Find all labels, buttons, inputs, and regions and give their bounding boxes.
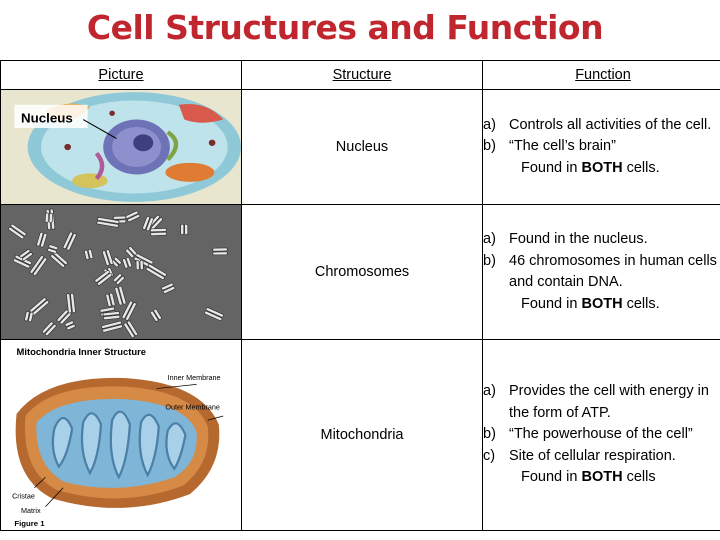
chromosome-shape <box>149 228 168 236</box>
chromosome-shape <box>47 244 59 254</box>
chromosome-shape <box>44 212 54 224</box>
header-function: Function <box>482 60 720 90</box>
chromosome-shape <box>180 223 189 236</box>
chromosome-shape <box>29 297 50 316</box>
chromosome-shape <box>142 216 154 232</box>
chromosome-shape <box>24 311 34 322</box>
chromosome-shape <box>105 292 116 307</box>
mito-cristae-label: Cristae <box>12 493 35 500</box>
page-title: Cell Structures and Function <box>86 8 604 47</box>
chromosome-shape <box>149 308 162 322</box>
found-in-note: Found in BOTH cells. <box>521 159 660 176</box>
structures-table: Picture Structure Function <box>0 60 720 531</box>
mitochondria-image: Mitochondria Inner Structure Inner Membr… <box>1 340 241 530</box>
chromosome-shape <box>94 270 113 286</box>
structure-cell: Mitochondria <box>241 339 483 531</box>
chromosome-shape <box>19 249 33 261</box>
function-item: b) 46 chromosomes in human cells and con… <box>483 252 717 291</box>
chromosome-shape <box>36 231 48 248</box>
function-item: c) Site of cellular respiration. <box>483 447 676 464</box>
picture-cell <box>0 204 242 340</box>
mito-inner-membrane-label: Inner Membrane <box>168 375 221 382</box>
function-item: b) “The powerhouse of the cell” <box>483 426 693 443</box>
chromosome-shape <box>122 257 133 269</box>
table-row: Chromosomes a) Found in the nucleus. b) … <box>0 204 720 340</box>
chromosome-shape <box>113 273 125 285</box>
chromosome-shape <box>212 247 228 256</box>
chromosome-shape <box>102 311 121 320</box>
header-row: Picture Structure Function <box>0 60 720 90</box>
function-cell: a) Provides the cell with energy in the … <box>482 339 720 531</box>
chromosome-shape <box>8 223 27 240</box>
mito-figure-label: Figure 1 <box>14 519 44 528</box>
chromosome-shape <box>161 282 176 294</box>
chromosome-shape <box>41 321 57 336</box>
chromosome-shape <box>50 251 68 268</box>
chromosome-shape <box>145 263 167 280</box>
nucleus-image-label: Nucleus <box>21 111 73 126</box>
structure-cell: Chromosomes <box>241 204 483 340</box>
chromosome-shape <box>123 320 139 338</box>
chromosome-shape <box>96 217 120 228</box>
chromosome-shape <box>114 285 127 306</box>
chromosome-shape <box>62 231 77 251</box>
function-item: a) Provides the cell with energy in the … <box>483 383 709 421</box>
chromosome-shape <box>101 320 123 333</box>
picture-cell: Mitochondria Inner Structure Inner Membr… <box>0 339 242 531</box>
mito-matrix-label: Matrix <box>21 508 41 515</box>
function-item: b) “The cell’s brain” <box>483 138 616 155</box>
picture-cell: Nucleus <box>0 89 242 205</box>
chromosome-shape <box>125 246 138 258</box>
found-in-note: Found in BOTH cells. <box>521 295 660 312</box>
chromosome-shape <box>204 307 224 321</box>
function-cell: a) Controls all activities of the cell. … <box>482 89 720 205</box>
table-row: Mitochondria Inner Structure Inner Membr… <box>0 339 720 531</box>
function-cell: a) Found in the nucleus. b) 46 chromosom… <box>482 204 720 340</box>
structure-cell: Nucleus <box>241 89 483 205</box>
chromosome-shape <box>102 249 114 266</box>
chromosomes-image <box>1 205 241 339</box>
found-in-note: Found in BOTH cells <box>521 469 656 486</box>
cell-nucleus-image: Nucleus <box>1 90 241 204</box>
chromosome-shape <box>121 300 137 321</box>
chromosome-shape <box>64 320 76 331</box>
chromosome-shape <box>29 255 48 276</box>
mito-image-title: Mitochondria Inner Structure <box>17 347 146 357</box>
chromosome-shape <box>84 249 94 260</box>
mito-outer-membrane-label: Outer Membrane <box>165 405 220 412</box>
function-item: a) Controls all activities of the cell. <box>483 116 712 133</box>
header-picture: Picture <box>0 60 242 90</box>
chromosome-shape <box>66 293 76 314</box>
header-structure: Structure <box>241 60 483 90</box>
chromosome-shape <box>135 259 144 271</box>
table-row: Nucleus Nucleus a) Controls all activiti… <box>0 89 720 205</box>
function-item: a) Found in the nucleus. <box>483 231 648 247</box>
